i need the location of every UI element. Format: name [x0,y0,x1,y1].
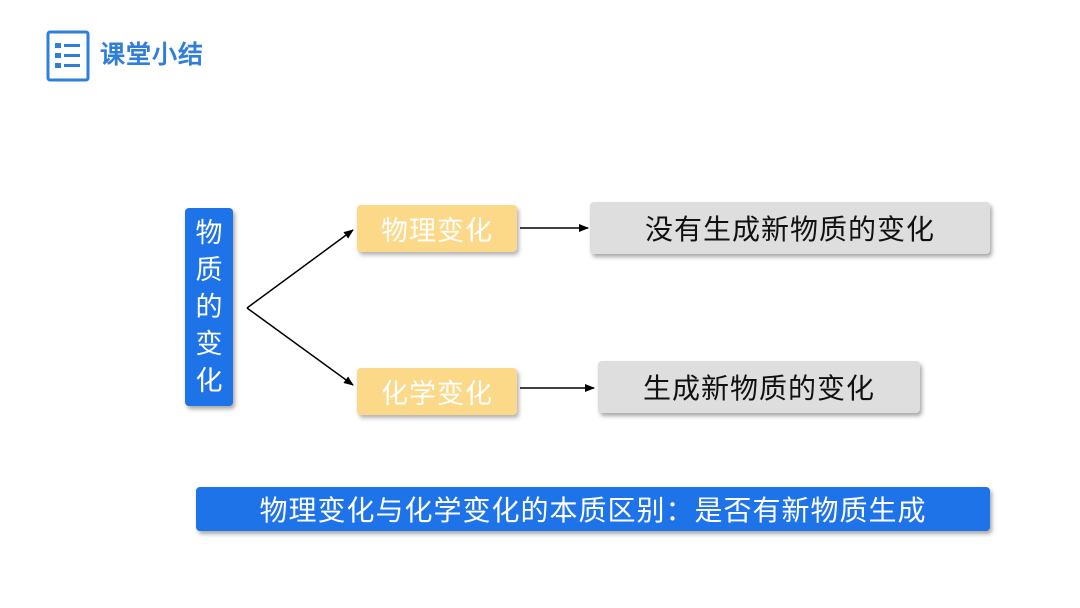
root-char: 物 [195,217,223,249]
branch-physical-change: 物理变化 [357,205,517,252]
root-char: 化 [195,365,223,397]
page-title: 课堂小结 [100,40,205,69]
connector-root-to-physical [246,229,354,309]
summary-banner: 物理变化与化学变化的本质区别：是否有新物质生成 [196,487,990,531]
definition-chemical-change: 生成新物质的变化 [598,361,920,413]
root-char: 变 [195,328,223,360]
definition-physical-change: 没有生成新物质的变化 [590,202,990,254]
root-char: 质 [195,254,223,286]
root-char: 的 [195,291,223,323]
list-icon [46,30,90,82]
branch-chemical-change: 化学变化 [357,368,517,415]
root-node-matter-change: 物 质 的 变 化 [185,208,233,406]
connector-root-to-chemical [246,307,354,386]
